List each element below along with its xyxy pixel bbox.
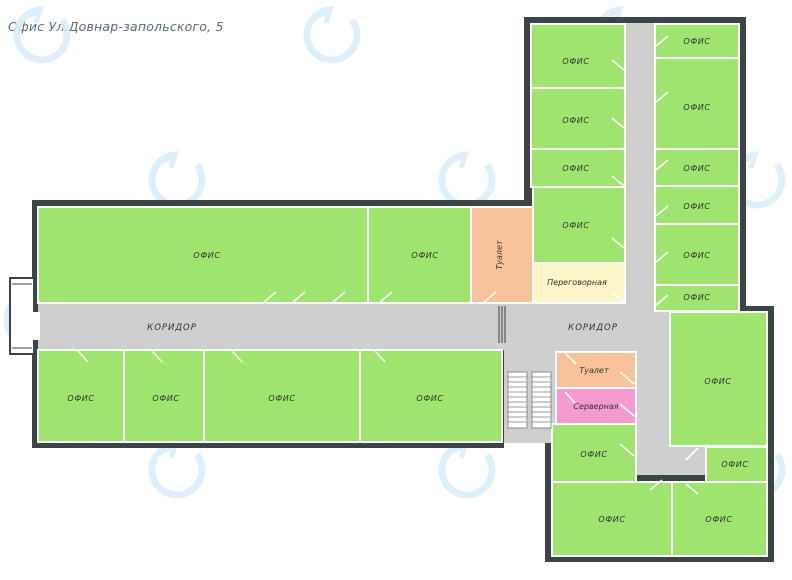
label-corridor-center: КОРИДОР — [568, 323, 618, 333]
office-se-2 — [705, 446, 768, 484]
label-office-south-1: ОФИС — [67, 394, 94, 403]
label-office-north-mid: ОФИС — [411, 251, 438, 260]
watermark-logo-icon — [303, 5, 361, 64]
corridor-west — [38, 303, 504, 350]
watermark-logo-icon — [438, 440, 496, 499]
office-se-4 — [671, 481, 768, 557]
office-south-3 — [203, 349, 361, 443]
office-nw-4 — [532, 186, 626, 264]
watermark-logo-icon — [13, 5, 71, 64]
office-north-mid — [367, 206, 472, 304]
office-ne-1 — [654, 23, 740, 59]
label-meeting-room: Переговорная — [547, 278, 607, 287]
label-office-ne-3: ОФИС — [683, 164, 710, 173]
label-corridor-west: КОРИДОР — [147, 323, 197, 333]
office-ne-4 — [654, 185, 740, 225]
office-south-4 — [359, 349, 503, 443]
corridor-door — [498, 306, 506, 343]
label-office-south-4: ОФИС — [416, 394, 443, 403]
label-office-se-2: ОФИС — [721, 460, 748, 469]
office-south-1 — [37, 349, 125, 443]
stairs-icon — [507, 371, 552, 429]
label-office-nw-4: ОФИС — [562, 221, 589, 230]
label-office-se-large: ОФИС — [704, 377, 731, 386]
office-ne-2 — [654, 57, 740, 150]
label-toilet-north: Туалет — [495, 240, 504, 270]
label-server-room: Серверная — [573, 402, 618, 411]
label-office-north-large: ОФИС — [193, 251, 220, 260]
label-office-nw-2: ОФИС — [562, 116, 589, 125]
office-south-2 — [123, 349, 205, 443]
office-nw-3 — [530, 148, 626, 188]
entrance-icon — [9, 277, 40, 355]
room-labels: ОФИС ОФИС Туалет КОРИДОР КОРИДОР ОФИС ОФ… — [67, 37, 748, 524]
label-office-se-3: ОФИС — [598, 515, 625, 524]
meeting-room — [532, 262, 626, 304]
office-north-large — [37, 206, 369, 304]
watermark-logo-icon — [148, 150, 206, 209]
label-office-nw-3: ОФИС — [562, 164, 589, 173]
watermark-logo-icon — [438, 150, 496, 209]
label-office-ne-4: ОФИС — [683, 202, 710, 211]
corridor-north — [625, 23, 655, 313]
label-office-ne-1: ОФИС — [683, 37, 710, 46]
floor — [37, 23, 768, 557]
label-office-south-2: ОФИС — [152, 394, 179, 403]
label-office-ne-5: ОФИС — [683, 251, 710, 260]
office-se-large — [669, 311, 768, 447]
label-office-se-4: ОФИС — [705, 515, 732, 524]
label-office-ne-2: ОФИС — [683, 103, 710, 112]
label-office-ne-6: ОФИС — [683, 293, 710, 302]
watermark-logo-icon — [148, 440, 206, 499]
office-nw-1 — [530, 23, 626, 89]
label-office-se-1: ОФИС — [580, 450, 607, 459]
office-ne-3 — [654, 148, 740, 187]
label-office-south-3: ОФИС — [268, 394, 295, 403]
doors — [77, 35, 699, 495]
label-office-nw-1: ОФИС — [562, 57, 589, 66]
label-toilet-south: Туалет — [579, 366, 609, 375]
office-ne-5 — [654, 223, 740, 286]
